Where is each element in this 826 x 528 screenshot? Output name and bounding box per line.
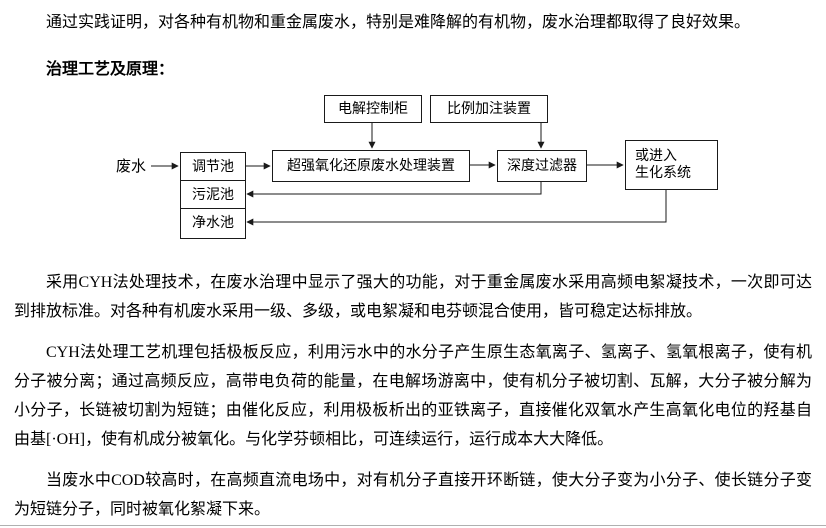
- node-oxidation-reduction-treatment-device: 超强氧化还原废水处理装置: [272, 150, 470, 182]
- wastewater-feed-label: 废水: [116, 159, 147, 175]
- flow-connectors: [151, 121, 667, 226]
- node-electrolysis-control-cabinet: 电解控制柜: [324, 95, 422, 123]
- process-heading: 治理工艺及原理：: [46, 61, 175, 78]
- node-proportional-dosing-device: 比例加注装置: [430, 95, 548, 123]
- node-depth-filter: 深度过滤器: [497, 150, 587, 182]
- page-bottom-rule: [0, 525, 826, 526]
- node-biochemical-system: 或进入 生化系统: [625, 140, 718, 190]
- arrow-biochem-to-clean-pool: [246, 188, 667, 226]
- node-clean-water-pool: 净水池: [180, 208, 246, 239]
- node-sludge-pool: 污泥池: [180, 180, 246, 211]
- process-flow-diagram: 废水 电解控制柜 比例加注装置 超强氧化还原废水处理装置 深度过滤器 或进入 生…: [14, 88, 812, 254]
- body-paragraph-2: CYH法处理工艺机理包括极板反应，利用污水中的水分子产生原生态氧离子、氢离子、氢…: [14, 344, 812, 448]
- node-regulating-pool: 调节池: [180, 152, 246, 183]
- arrow-filter-to-sludge-pool: [246, 180, 542, 198]
- body-paragraph-3: 当废水中COD较高时，在高频直流电场中，对有机分子直接开环断链，使大分子变为小分…: [14, 472, 812, 518]
- biochem-system-line-1: 或进入: [635, 149, 677, 164]
- intro-paragraph: 通过实践证明，对各种有机物和重金属废水，特别是难降解的有机物，废水治理都取得了良…: [46, 14, 751, 31]
- biochem-system-line-2: 生化系统: [635, 166, 691, 181]
- body-paragraph-1: 采用CYH法处理技术，在废水治理中显示了强大的功能，对于重金属废水采用高频电絮凝…: [14, 274, 812, 320]
